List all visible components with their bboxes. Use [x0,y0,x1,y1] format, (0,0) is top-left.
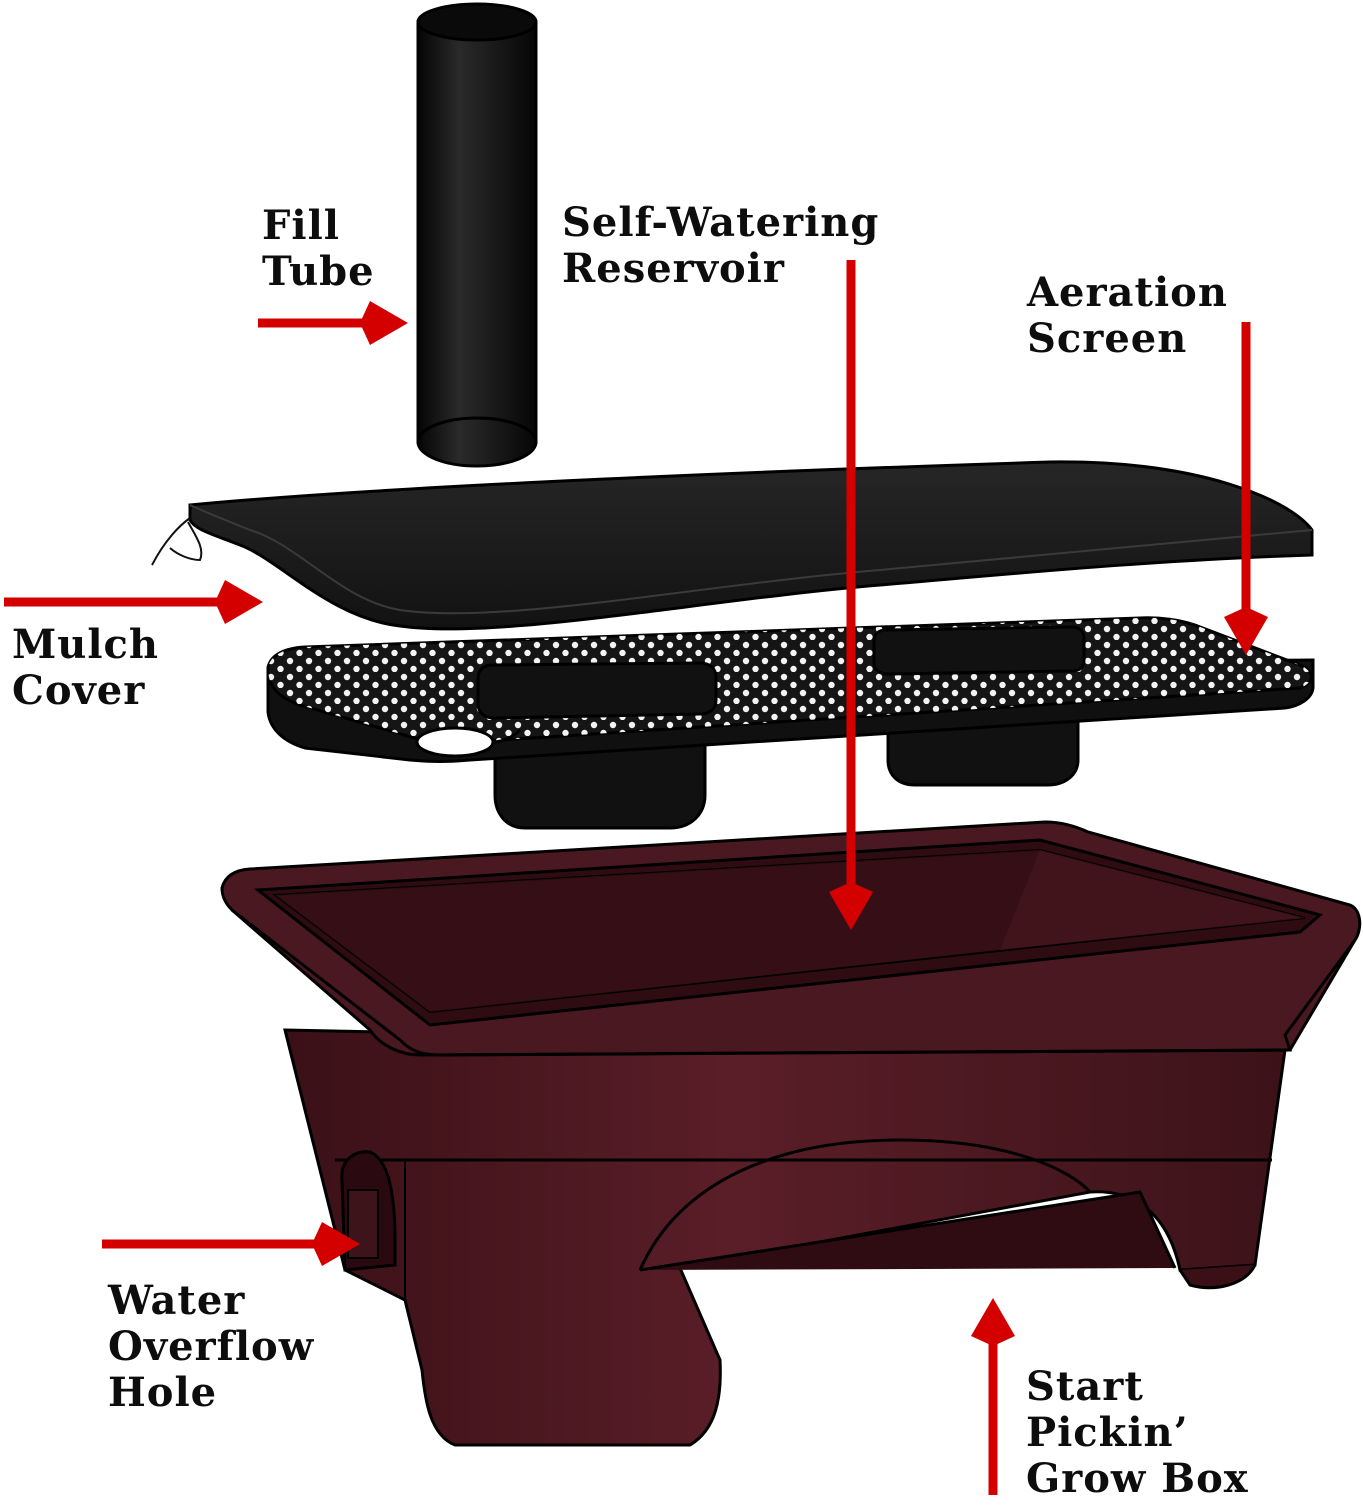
label-aeration-line-2: Screen [1027,315,1188,362]
label-mulch-cover: Mulch Cover [12,622,159,714]
label-reservoir-line-1: Self-Watering [562,199,880,246]
label-aeration-screen: Aeration Screen [1027,270,1228,362]
mulch-cover [151,460,1314,631]
label-reservoir: Self-Watering Reservoir [562,200,879,292]
label-aeration-line-1: Aeration [1027,269,1228,316]
aeration-screen [266,616,1315,830]
fill-tube [416,2,538,468]
label-fill-tube-line-1: Fill [262,202,340,249]
arrow-grow-box [971,1298,1015,1495]
label-overflow-line-2: Overflow [108,1323,315,1370]
label-reservoir-line-2: Reservoir [562,245,785,292]
arrow-reservoir [829,260,873,930]
label-overflow-line-1: Water [108,1277,246,1324]
label-fill-tube-line-2: Tube [262,248,375,295]
label-mulch-line-2: Cover [12,667,146,714]
arrow-aeration [1224,322,1268,655]
label-grow-box-line-3: Grow Box [1026,1455,1249,1502]
label-overflow-line-3: Hole [108,1369,218,1416]
arrow-fill-tube [258,301,408,345]
arrow-overflow [102,1222,360,1266]
grow-box [220,820,1362,1447]
arrow-mulch [4,580,263,624]
label-overflow-hole: Water Overflow Hole [108,1278,314,1416]
label-fill-tube: Fill Tube [262,203,375,295]
label-grow-box-line-2: Pickin’ [1026,1409,1189,1456]
label-mulch-line-1: Mulch [12,621,159,668]
arrows [4,260,1268,1495]
label-grow-box: Start Pickin’ Grow Box [1026,1364,1249,1502]
label-grow-box-line-1: Start [1026,1363,1144,1410]
overflow-hole [340,1150,397,1272]
